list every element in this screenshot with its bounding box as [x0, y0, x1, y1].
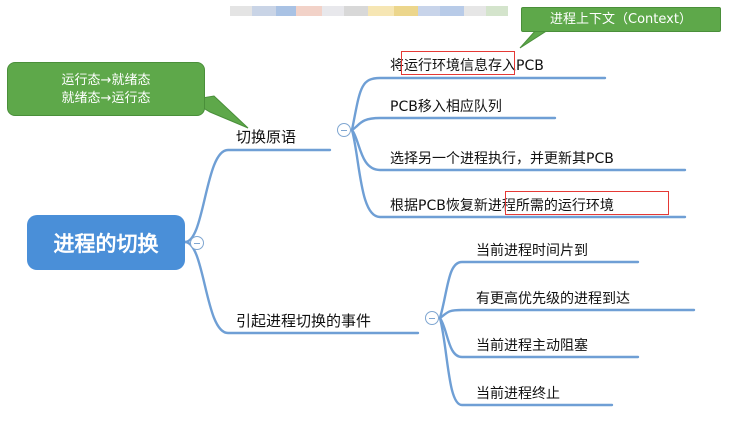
leaf-save-env[interactable]: 将运行环境信息存入PCB [390, 55, 544, 75]
branch-label: 引起进程切换的事件 [236, 312, 372, 330]
callout-tail-context [519, 29, 550, 49]
callout-context: 进程上下文（Context） [521, 7, 721, 32]
callout-state-line-1: 运行态→就绪态 [61, 73, 151, 88]
leaf-label: 选择另一个进程执行，并更新其PCB [390, 151, 614, 167]
leaf-select-process[interactable]: 选择另一个进程执行，并更新其PCB [390, 148, 614, 168]
branch-2-collapse-icon[interactable] [425, 311, 439, 325]
connector-leaf-2-2 [438, 308, 696, 320]
leaf-label: 当前进程主动阻塞 [476, 338, 588, 354]
root-collapse-icon[interactable] [190, 236, 204, 250]
connector-leaf-2-3 [438, 316, 640, 359]
highlight-box-save-env [401, 51, 515, 75]
callout-context-text: 进程上下文（Context） [550, 12, 692, 27]
leaf-label: 当前进程时间片到 [476, 243, 588, 259]
connector-leaf-2-1 [438, 260, 640, 320]
connector-leaf-1-4 [350, 128, 687, 219]
leaf-move-pcb[interactable]: PCB移入相应队列 [390, 96, 502, 116]
root-label: 进程的切换 [53, 231, 159, 256]
leaf-label: 当前进程终止 [476, 386, 560, 402]
leaf-label: 将运行环境信息存入PCB [390, 58, 544, 74]
callout-state-line-2: 就绪态→运行态 [61, 91, 151, 106]
branch-switch-events[interactable]: 引起进程切换的事件 [236, 310, 371, 331]
branch-label: 切换原语 [236, 128, 297, 146]
branch-1-collapse-icon[interactable] [337, 123, 351, 137]
leaf-higher-priority[interactable]: 有更高优先级的进程到达 [476, 288, 630, 308]
connector-branch-1 [183, 148, 332, 244]
leaf-label: PCB移入相应队列 [390, 99, 502, 115]
leaf-label: 根据PCB恢复新进程所需的运行环境 [390, 198, 614, 214]
connector-leaf-1-2 [350, 116, 557, 132]
leaf-blocked[interactable]: 当前进程主动阻塞 [476, 335, 588, 355]
connector-leaf-2-4 [438, 316, 614, 407]
leaf-timeslice[interactable]: 当前进程时间片到 [476, 240, 588, 260]
leaf-label: 有更高优先级的进程到达 [476, 291, 630, 307]
root-node[interactable]: 进程的切换 [27, 215, 185, 270]
leaf-terminated[interactable]: 当前进程终止 [476, 383, 560, 403]
leaf-restore-env[interactable]: 根据PCB恢复新进程所需的运行环境 [390, 195, 614, 215]
connector-leaf-1-3 [350, 128, 687, 172]
branch-switch-primitive[interactable]: 切换原语 [236, 126, 296, 147]
callout-state-transition: 运行态→就绪态 就绪态→运行态 [7, 62, 205, 116]
highlight-box-restore-env [505, 191, 669, 215]
connector-leaf-1-1 [350, 76, 607, 132]
